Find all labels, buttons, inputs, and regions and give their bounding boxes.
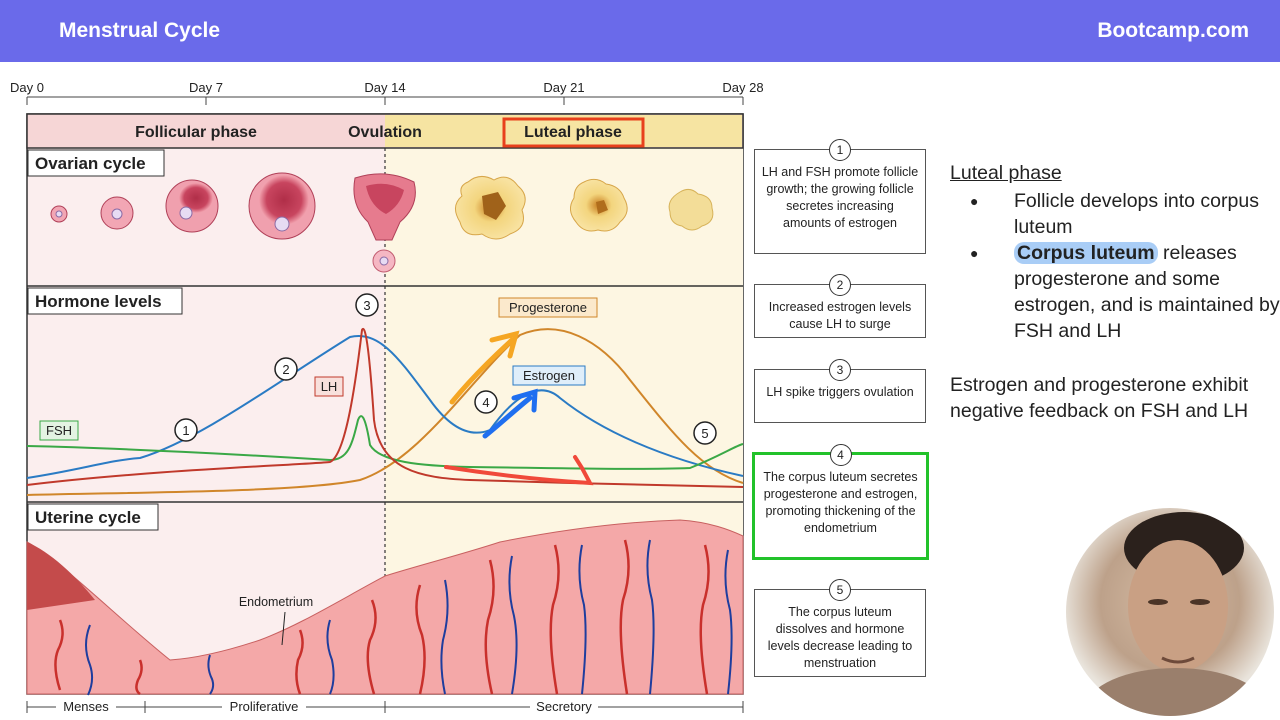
step-box-4: 4 The corpus luteum secretes progesteron… xyxy=(752,444,929,560)
day-axis-ticks xyxy=(26,96,744,105)
step-number-2: 2 xyxy=(829,274,851,296)
lh-curve xyxy=(26,327,744,488)
page-title: Menstrual Cycle xyxy=(59,19,221,42)
step-number-3: 3 xyxy=(829,359,851,381)
corpus-luteum-highlight: Corpus luteum xyxy=(1014,242,1158,264)
estrogen-curve xyxy=(26,334,744,479)
day-label-14: Day 14 xyxy=(364,80,406,95)
uterine-cycle-label: Uterine cycle xyxy=(35,508,141,527)
step-text-3: LH spike triggers ovulation xyxy=(766,385,914,399)
day-label-28: Day 28 xyxy=(722,80,764,95)
progesterone-curve xyxy=(26,328,744,496)
top-banner: Menstrual Cycle Bootcamp.com xyxy=(0,0,1280,62)
blue-arrow-annotation xyxy=(482,388,538,439)
notes-heading: Luteal phase xyxy=(950,162,1062,184)
endometrium-label: Endometrium xyxy=(239,595,313,609)
notes-bullet-2: Corpus luteum releases progesterone and … xyxy=(970,240,1280,344)
luteal-phase-label: Luteal phase xyxy=(524,124,622,141)
step-text-5: The corpus luteum dissolves and hormone … xyxy=(767,605,913,670)
follicular-phase-label: Follicular phase xyxy=(135,124,257,141)
step-number-5: 5 xyxy=(829,579,851,601)
marker-5: 5 xyxy=(701,426,708,441)
menses-label: Menses xyxy=(63,699,109,714)
hormone-levels-label: Hormone levels xyxy=(35,292,162,311)
marker-3: 3 xyxy=(363,298,370,313)
step-box-3: 3 LH spike triggers ovulation xyxy=(754,359,926,423)
step-box-2: 2 Increased estrogen levels cause LH to … xyxy=(754,274,926,338)
notes-paragraph: Estrogen and progesterone exhibit negati… xyxy=(950,374,1249,422)
presenter-webcam xyxy=(1066,508,1274,716)
endometrium-illustration xyxy=(26,519,744,696)
orange-arrow-annotation xyxy=(449,330,520,405)
ovarian-cycle-label: Ovarian cycle xyxy=(35,154,146,173)
day-label-21: Day 21 xyxy=(543,80,585,95)
proliferative-label: Proliferative xyxy=(230,699,299,714)
marker-4: 4 xyxy=(482,395,489,410)
notes-bullet-1: Follicle develops into corpus luteum xyxy=(970,188,1280,240)
notes-bullet-2-text: releases progesterone and some estrogen,… xyxy=(1014,242,1280,342)
menstrual-cycle-diagram: Follicular phase Ovulation Luteal phase … xyxy=(26,96,744,715)
notes-bullets: Follicle develops into corpus luteum Cor… xyxy=(950,188,1280,344)
marker-1: 1 xyxy=(182,423,189,438)
ovarian-follicles xyxy=(50,172,714,273)
brand-name: Bootcamp.com xyxy=(1097,19,1249,42)
luteal-phase-highlight xyxy=(502,117,645,148)
day-label-0: Day 0 xyxy=(10,80,44,95)
red-line-annotation xyxy=(444,455,594,486)
ovulation-label: Ovulation xyxy=(348,124,422,141)
lecture-notes: Luteal phase Follicle develops into corp… xyxy=(950,160,1280,424)
step-box-5: 5 The corpus luteum dissolves and hormon… xyxy=(754,579,926,677)
step-box-1: 1 LH and FSH promote follicle growth; th… xyxy=(754,139,926,254)
step-text-4: The corpus luteum secretes progesterone … xyxy=(763,470,918,535)
step-number-4: 4 xyxy=(829,444,852,466)
step-text-2: Increased estrogen levels cause LH to su… xyxy=(768,300,912,331)
day-label-7: Day 7 xyxy=(189,80,223,95)
uterine-phase-bar xyxy=(26,699,744,715)
step-number-1: 1 xyxy=(829,139,851,161)
secretory-label: Secretory xyxy=(536,699,592,714)
corpus-albicans xyxy=(668,188,714,231)
fsh-curve xyxy=(26,415,744,470)
progesterone-label: Progesterone xyxy=(509,300,587,315)
fsh-label: FSH xyxy=(46,423,72,438)
hormone-curves xyxy=(26,327,744,496)
lh-label: LH xyxy=(321,379,338,394)
notes-bullet-1-text: Follicle develops into corpus luteum xyxy=(1014,190,1259,238)
step-text-1: LH and FSH promote follicle growth; the … xyxy=(761,165,919,230)
pen-annotations xyxy=(444,330,594,486)
endometrium-lining xyxy=(26,519,744,695)
marker-2: 2 xyxy=(282,362,289,377)
step-markers: 1 2 3 4 5 xyxy=(174,293,717,445)
presenter-silhouette xyxy=(1086,512,1266,716)
estrogen-label: Estrogen xyxy=(523,368,575,383)
